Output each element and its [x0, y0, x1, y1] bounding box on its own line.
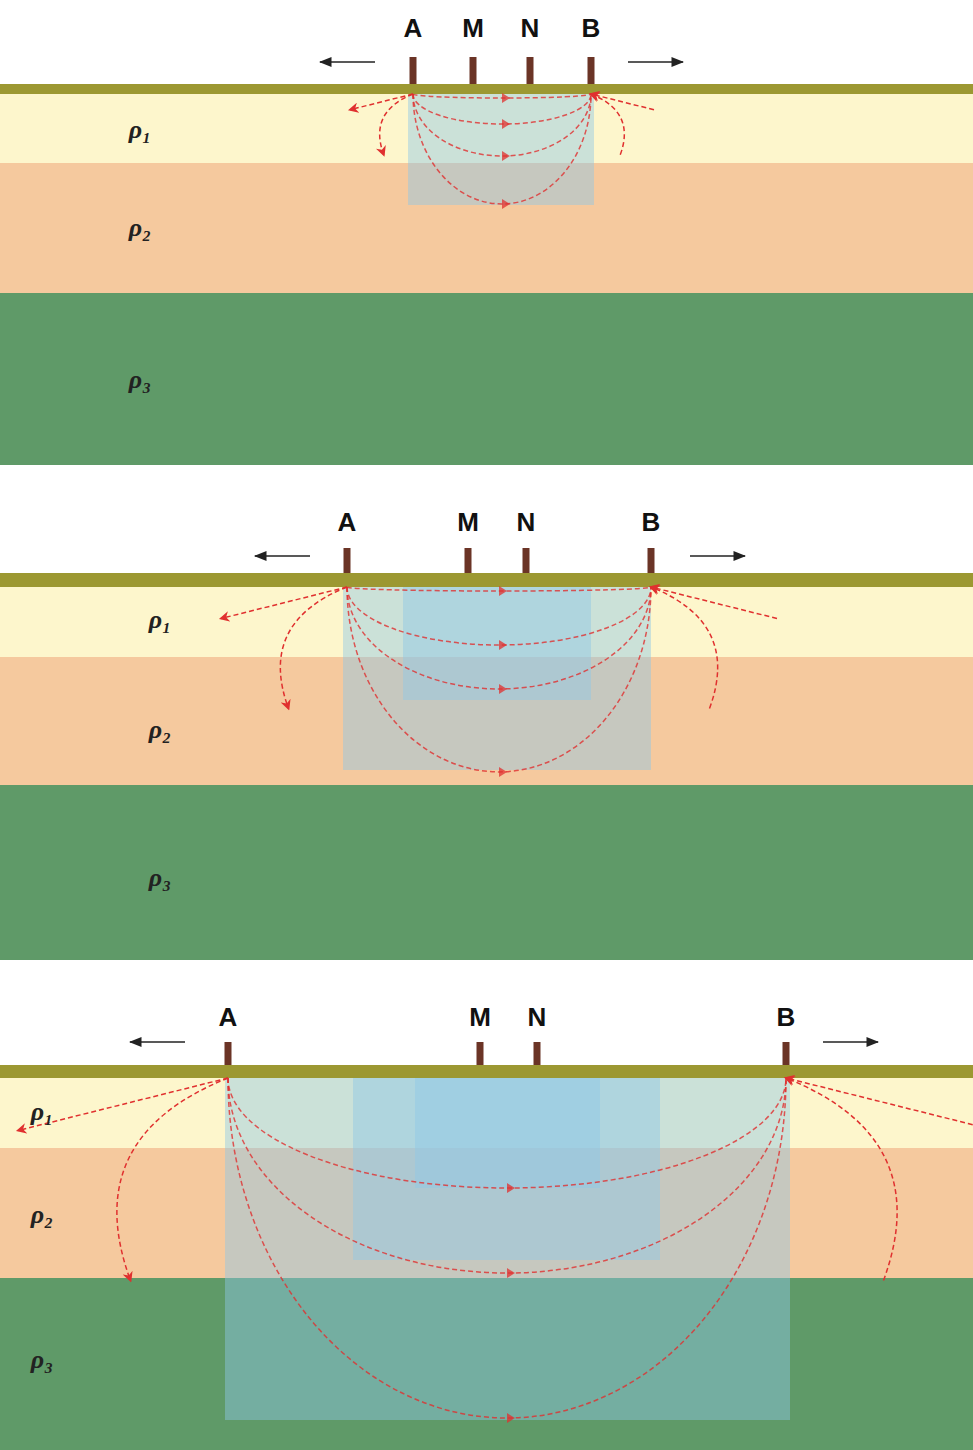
electrode [527, 57, 534, 84]
spread-arrow [628, 61, 683, 63]
electrode-label: B [777, 1002, 796, 1033]
electrode-label: N [517, 507, 536, 538]
current-line [651, 587, 718, 709]
current-arrow [499, 586, 507, 596]
investigation-zone [225, 1078, 790, 1420]
current-arrow [499, 684, 507, 694]
electrode [470, 57, 477, 84]
current-line [413, 94, 591, 204]
electrode [588, 57, 595, 84]
electrode [410, 57, 417, 84]
current-arrow [507, 1413, 515, 1423]
current-arrow [502, 199, 510, 209]
layer-3 [0, 293, 973, 465]
electrode-label: M [469, 1002, 491, 1033]
current-line [380, 94, 413, 155]
investigation-zone [415, 1078, 600, 1188]
panel [0, 57, 973, 465]
current-line [280, 587, 347, 709]
spread-arrow [320, 61, 375, 63]
current-line [786, 1078, 897, 1281]
electrode-label: N [528, 1002, 547, 1033]
layer-resistivity: ρ₂ [149, 715, 171, 745]
electrode-label: A [404, 13, 423, 44]
layer-resistivity: ρ₂ [129, 213, 151, 243]
layer-resistivity: ρ₁ [31, 1097, 53, 1127]
electrode [648, 548, 655, 573]
electrode [783, 1042, 790, 1065]
current-line [228, 1078, 786, 1188]
layer-resistivity: ρ₁ [129, 115, 151, 145]
electrode [477, 1042, 484, 1065]
investigation-zone [343, 587, 651, 770]
current-line [350, 94, 413, 110]
current-line [347, 587, 651, 772]
current-arrow [507, 1183, 515, 1193]
electrode-label: B [642, 507, 661, 538]
current-arrow [499, 767, 507, 777]
current-arrow [502, 119, 510, 129]
spread-arrow [130, 1041, 185, 1043]
current-arrow [507, 1268, 515, 1278]
layer-3 [0, 785, 973, 960]
electrode-label: B [582, 13, 601, 44]
current-line [413, 94, 591, 156]
layer-resistivity: ρ₃ [129, 365, 151, 395]
electrode [465, 548, 472, 573]
electrode-label: M [462, 13, 484, 44]
current-arrow [502, 93, 510, 103]
panel [0, 548, 973, 960]
current-line [228, 1078, 786, 1273]
investigation-zone [403, 587, 591, 700]
electrode-label: M [457, 507, 479, 538]
current-line [117, 1078, 228, 1281]
electrode-label: A [219, 1002, 238, 1033]
electrode-label: A [338, 507, 357, 538]
current-line [347, 587, 651, 689]
electrode [225, 1042, 232, 1065]
current-line [591, 94, 654, 110]
current-line [651, 587, 777, 619]
layer-resistivity: ρ₂ [31, 1200, 53, 1230]
spread-arrow [823, 1041, 878, 1043]
electrode [534, 1042, 541, 1065]
current-line [221, 587, 347, 619]
current-line [786, 1078, 973, 1131]
current-arrow [499, 640, 507, 650]
ground-surface [0, 1065, 973, 1078]
current-line [347, 587, 651, 645]
investigation-zone [408, 94, 594, 205]
current-line [18, 1078, 228, 1131]
investigation-zone [353, 1078, 660, 1260]
current-line [228, 1078, 786, 1418]
layer-resistivity: ρ₃ [31, 1345, 53, 1375]
electrode [344, 548, 351, 573]
ground-surface [0, 573, 973, 587]
current-line [591, 94, 624, 155]
current-arrow [502, 151, 510, 161]
ground-surface [0, 84, 973, 94]
spread-arrow [255, 555, 310, 557]
electrode-label: N [521, 13, 540, 44]
spread-arrow [690, 555, 745, 557]
panel [0, 1042, 973, 1450]
layer-resistivity: ρ₁ [149, 605, 171, 635]
layer-resistivity: ρ₃ [149, 863, 171, 893]
electrode [523, 548, 530, 573]
